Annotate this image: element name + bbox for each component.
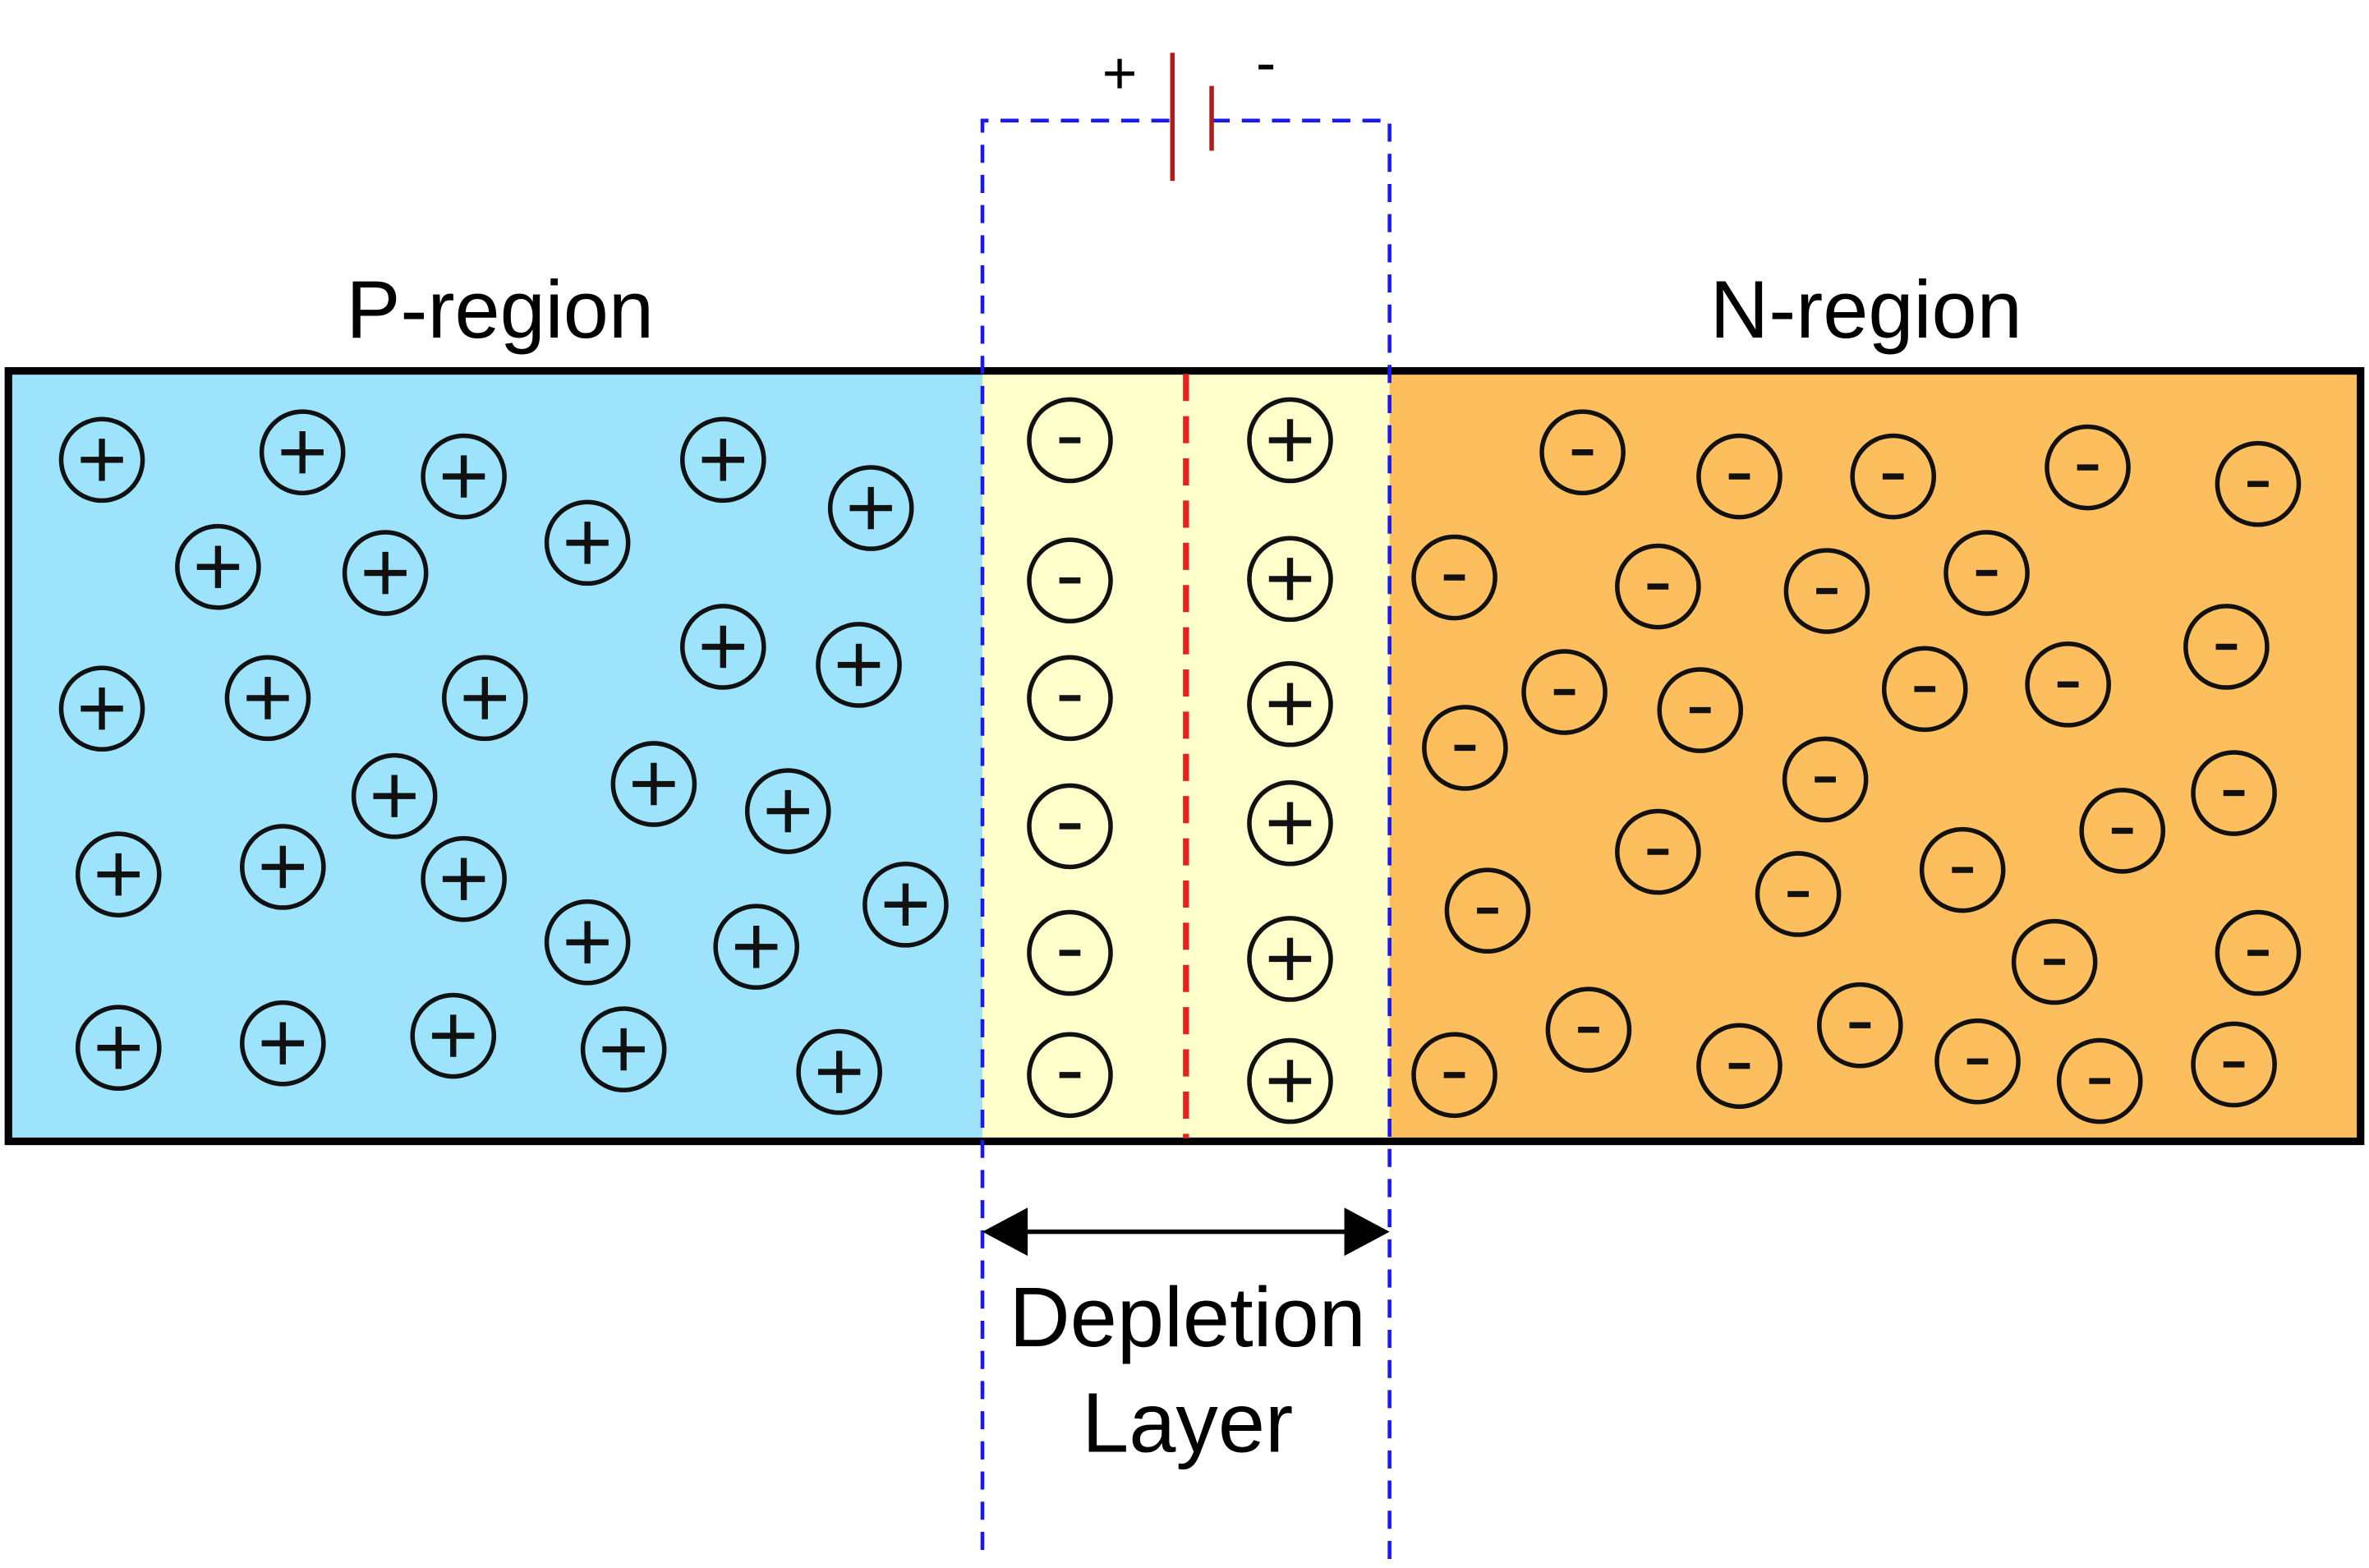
- positive-ion-icon: [1247, 536, 1333, 623]
- positive-charge-icon: [544, 899, 631, 986]
- positive-charge-icon: [342, 530, 429, 616]
- depletion-label-line2: Layer: [1082, 1376, 1293, 1470]
- negative-charge-icon: [1817, 982, 1903, 1069]
- positive-charge-icon: [75, 831, 162, 917]
- positive-ion-icon: [1247, 779, 1333, 867]
- negative-ion-icon: [1027, 397, 1113, 484]
- negative-charge-icon: [1615, 543, 1701, 630]
- positive-charge-icon: [351, 752, 438, 839]
- positive-ion-icon: [1247, 397, 1333, 484]
- negative-charge-icon: [2191, 1021, 2277, 1108]
- negative-charge-icon: [1782, 736, 1869, 823]
- positive-charge-icon: [713, 904, 800, 991]
- negative-charge-icon: [2045, 424, 2131, 511]
- negative-charge-icon: [1411, 1032, 1497, 1119]
- positive-charge-icon: [816, 622, 902, 708]
- negative-charge-icon: [1919, 826, 2006, 913]
- negative-charge-icon: [1755, 851, 1842, 937]
- positive-charge-icon: [240, 1000, 326, 1087]
- positive-charge-icon: [410, 992, 497, 1079]
- negative-charge-icon: [2025, 641, 2111, 728]
- positive-charge-icon: [441, 655, 528, 742]
- positive-charge-icon: [224, 655, 311, 742]
- battery-plus-label: +: [1102, 39, 1138, 107]
- negative-charge-icon: [1521, 649, 1608, 735]
- negative-charge-icon: [1696, 433, 1782, 520]
- positive-charge-icon: [679, 416, 766, 504]
- positive-charge-icon: [544, 499, 631, 586]
- negative-charge-icon: [1411, 534, 1497, 621]
- positive-charge-icon: [580, 1006, 667, 1092]
- negative-ion-icon: [1027, 783, 1113, 870]
- negative-ion-icon: [1027, 655, 1113, 742]
- negative-charge-icon: [1539, 409, 1626, 495]
- positive-charge-icon: [827, 465, 914, 551]
- negative-charge-icon: [2183, 604, 2270, 690]
- positive-charge-icon: [744, 768, 831, 854]
- positive-ion-icon: [1247, 916, 1333, 1002]
- left-wire: [980, 118, 1173, 1550]
- negative-charge-icon: [1783, 548, 1870, 634]
- negative-charge-icon: [1881, 646, 1968, 733]
- positive-charge-icon: [421, 433, 507, 520]
- positive-charge-icon: [679, 604, 766, 690]
- charges: [58, 397, 2302, 1124]
- positive-charge-icon: [796, 1028, 882, 1115]
- depletion-label-line1: Depletion: [1010, 1270, 1366, 1364]
- positive-ion-icon: [1247, 1037, 1333, 1124]
- negative-ion-icon: [1027, 909, 1113, 996]
- negative-charge-icon: [2215, 440, 2302, 527]
- negative-charge-icon: [1934, 1018, 2021, 1105]
- positive-ion-icon: [1247, 660, 1333, 747]
- positive-charge-icon: [175, 523, 261, 610]
- negative-charge-icon: [1696, 1023, 1782, 1110]
- positive-charge-icon: [58, 665, 145, 752]
- positive-charge-icon: [259, 409, 346, 495]
- semiconductor-outline: [4, 366, 2365, 1146]
- battery-minus-label: -: [1256, 29, 1276, 96]
- positive-charge-icon: [58, 416, 145, 504]
- positive-charge-icon: [240, 824, 326, 910]
- negative-charge-icon: [2011, 918, 2098, 1005]
- positive-charge-icon: [421, 835, 507, 922]
- negative-ion-icon: [1027, 537, 1113, 624]
- circuit-wires: [980, 118, 1392, 1561]
- negative-charge-icon: [1444, 867, 1531, 954]
- negative-charge-icon: [1850, 433, 1937, 520]
- negative-charge-icon: [1944, 530, 2030, 616]
- negative-charge-icon: [1422, 705, 1508, 791]
- negative-charge-icon: [1657, 667, 1744, 753]
- negative-charge-icon: [2191, 750, 2277, 836]
- positive-charge-icon: [75, 1005, 162, 1092]
- positive-charge-icon: [862, 862, 949, 948]
- depletion-width-arrow: [982, 1207, 1390, 1257]
- negative-charge-icon: [2079, 788, 2166, 874]
- n-region-label: N-region: [1710, 264, 2022, 356]
- negative-charge-icon: [2215, 909, 2302, 996]
- negative-charge-icon: [2056, 1037, 2143, 1124]
- negative-charge-icon: [1615, 808, 1701, 895]
- negative-ion-icon: [1027, 1032, 1113, 1119]
- negative-charge-icon: [1545, 986, 1632, 1074]
- positive-charge-icon: [610, 741, 697, 827]
- p-region-label: P-region: [346, 264, 654, 356]
- battery-icon: [1170, 53, 1214, 182]
